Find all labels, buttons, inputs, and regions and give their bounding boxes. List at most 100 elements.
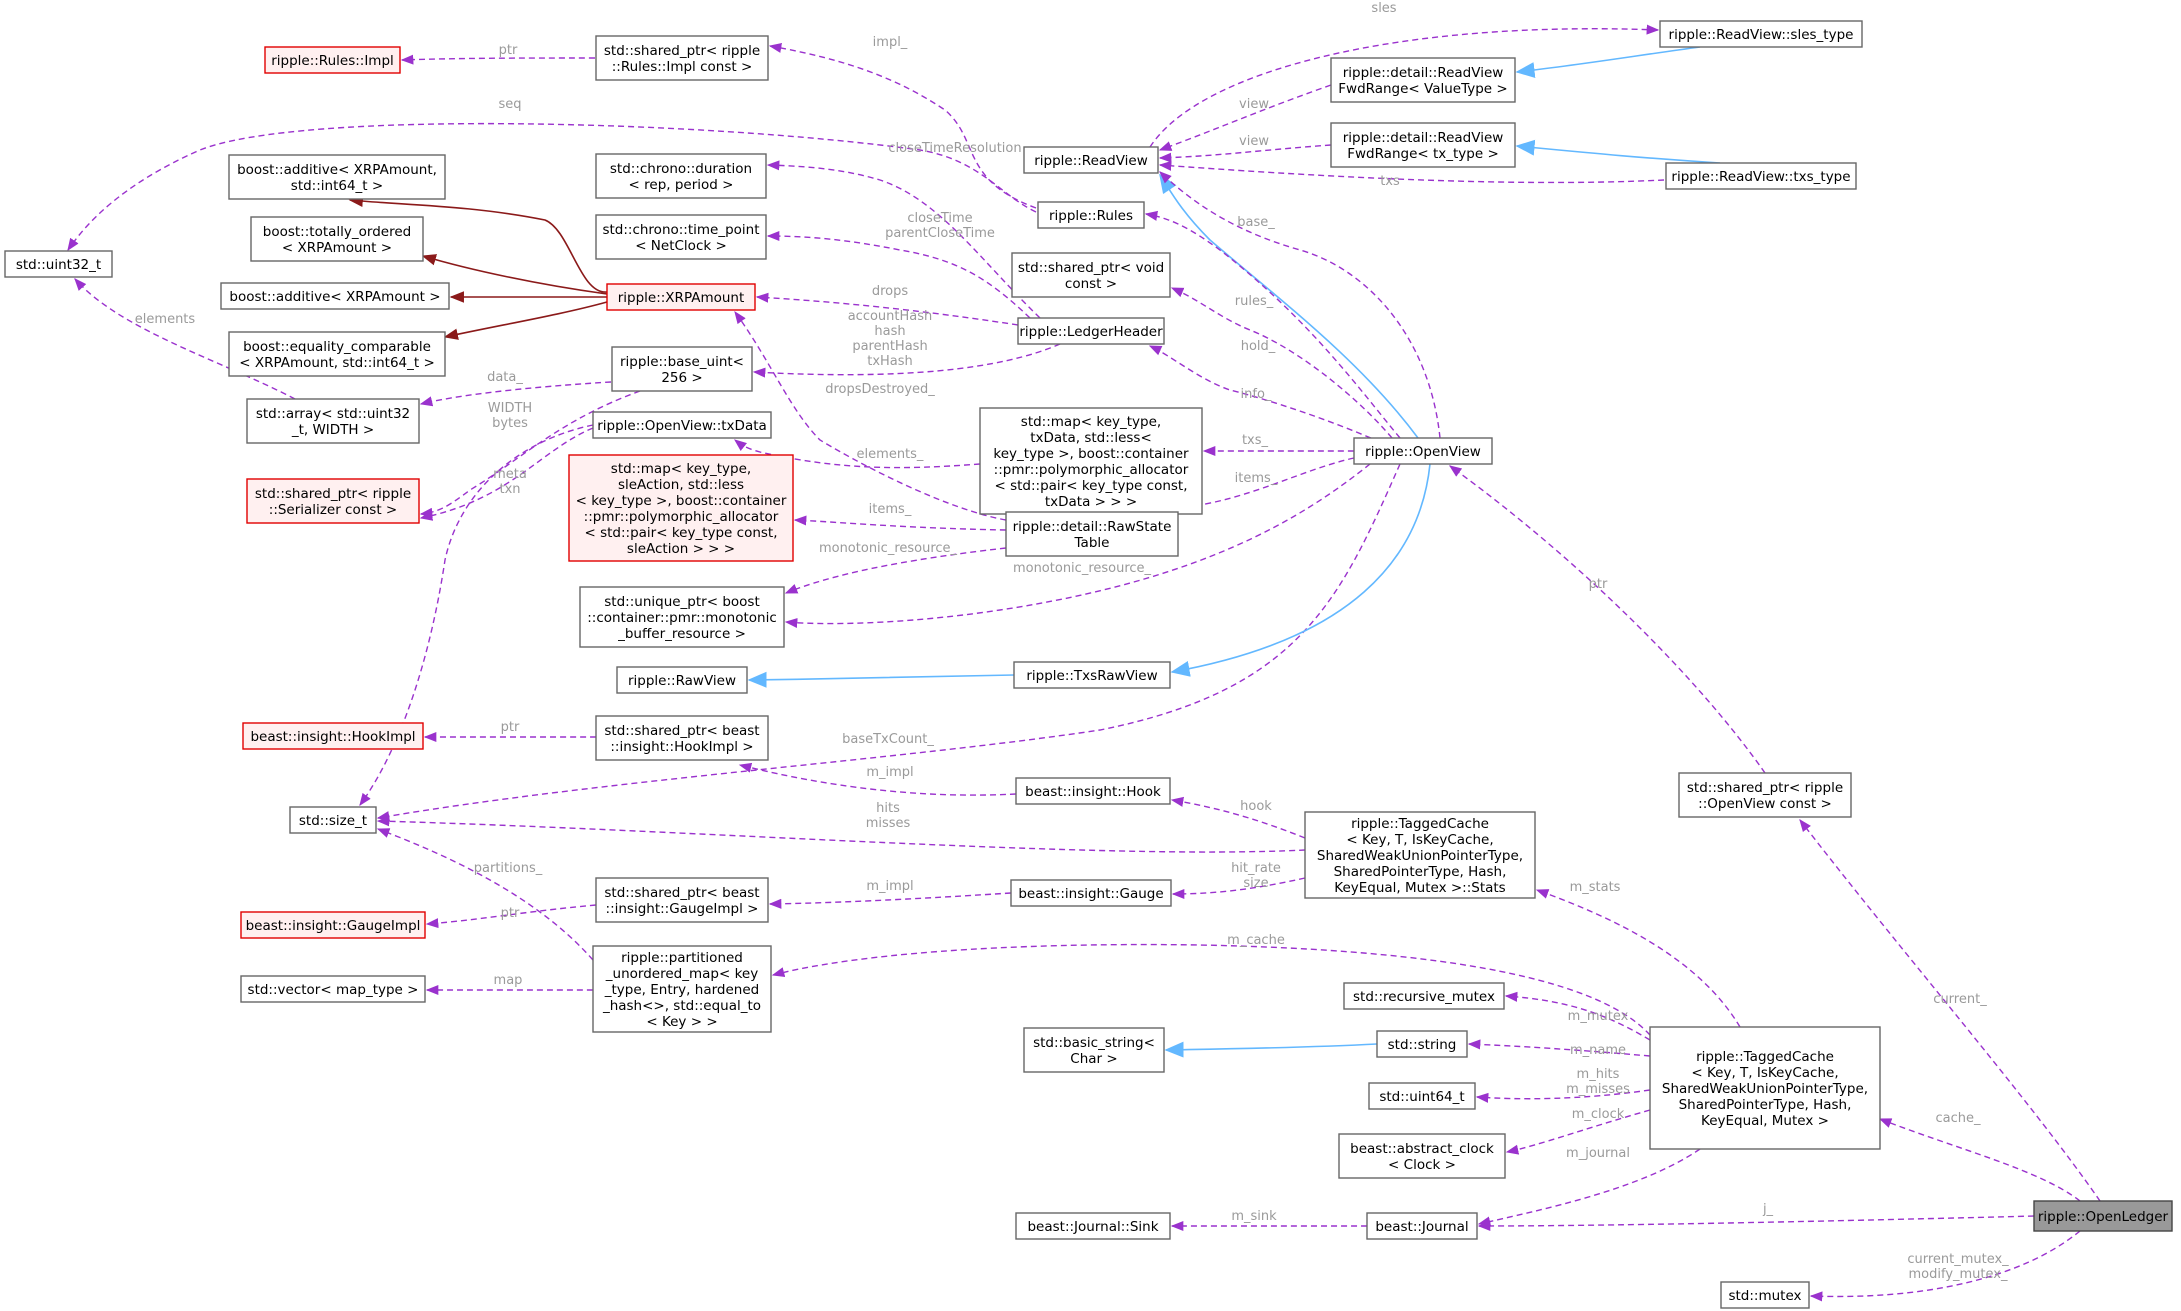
edge-label: impl_ [873,35,908,50]
node-mutex[interactable]: std::mutex [1720,1281,1810,1309]
node-array[interactable]: std::array< std::uint32_t, WIDTH > [246,398,420,444]
node-eq-comp[interactable]: boost::equality_comparable< XRPAmount, s… [228,331,446,377]
node-sp-hookimpl[interactable]: std::shared_ptr< beast::insight::HookImp… [595,715,769,761]
node-box [1023,146,1159,174]
node-label: beast::Journal [1375,1219,1468,1235]
node-time-point[interactable]: std::chrono::time_point< NetClock > [595,214,767,260]
edge-openledger-to-taggedcache [1878,1118,2081,1202]
node-box [1005,511,1179,557]
edge-path [1170,463,1431,677]
node-duration[interactable]: std::chrono::duration< rep, period > [595,153,767,199]
edge-taggedcache-to-journal [1477,1148,1701,1227]
node-sp-gaugeimpl[interactable]: std::shared_ptr< beast::insight::GaugeIm… [595,877,769,923]
node-basic-string[interactable]: std::basic_string<Char > [1023,1027,1165,1073]
node-gauge[interactable]: beast::insight::Gauge [1010,879,1172,907]
node-label: ripple::partitioned [621,950,743,966]
edge-label: meta [493,467,527,482]
edge-label: m_mutex [1568,1009,1629,1024]
edge-path [771,943,1651,1036]
node-map-tx[interactable]: std::map< key_type,txData, std::less<key… [979,407,1203,515]
node-uint32[interactable]: std::uint32_t [4,250,113,278]
edge-array-to-uint32 [74,278,296,400]
node-label: beast::Journal::Sink [1027,1219,1158,1235]
node-label: KeyEqual, Mutex > [1701,1113,1829,1129]
node-label: < Key, T, IsKeyCache, [1691,1065,1838,1081]
edge-path [755,292,1019,326]
edge-label: txHash [867,354,913,369]
node-string[interactable]: std::string [1376,1030,1468,1058]
node-add-xrp-i64[interactable]: boost::additive< XRPAmount,std::int64_t … [228,154,446,200]
node-label: ::pmr::polymorphic_allocator [994,462,1189,478]
edge-label: size [1243,876,1268,891]
node-readview[interactable]: ripple::ReadView [1023,146,1159,174]
edge-path [1475,1089,1651,1103]
edge-label: m_cache [1227,933,1285,948]
node-openview[interactable]: ripple::OpenView [1353,437,1493,465]
node-box [1011,252,1171,298]
edge-openview-to-rawstate [1178,457,1355,512]
node-rawview[interactable]: ripple::RawView [616,666,748,694]
edge-path [359,424,594,807]
node-ledgerheader[interactable]: ripple::LedgerHeader [1017,317,1165,345]
node-box [568,454,794,562]
node-uint64[interactable]: std::uint64_t [1368,1082,1476,1110]
node-label: _hash<>, std::equal_to [602,998,761,1014]
node-box [1720,1281,1810,1309]
node-txdata[interactable]: ripple::OpenView::txData [592,411,772,439]
node-box [1330,57,1516,103]
edge-label: elements_ [857,447,924,462]
node-label: ripple::OpenLedger [2038,1209,2169,1225]
edge-label: j_ [1762,1202,1774,1217]
node-tot-ord[interactable]: boost::totally_ordered< XRPAmount > [250,216,424,262]
node-journal[interactable]: beast::Journal [1366,1212,1478,1240]
edge-label: bytes [492,416,528,431]
node-abstract-clock[interactable]: beast::abstract_clock< Clock > [1338,1133,1506,1179]
edge-label: dropsDestroyed_ [825,382,935,397]
edge-ledgerheader-to-base-uint [752,343,1061,378]
node-label: _buffer_resource > [617,626,746,642]
node-box [1376,1030,1468,1058]
node-rules[interactable]: ripple::Rules [1037,201,1145,229]
edge-stats-to-size-t [376,816,1306,853]
node-sles-type[interactable]: ripple::ReadView::sles_type [1659,20,1863,48]
node-vector[interactable]: std::vector< map_type > [240,975,426,1003]
node-add-xrp[interactable]: boost::additive< XRPAmount > [220,282,450,310]
node-map-sle[interactable]: std::map< key_type,sleAction, std::less<… [568,454,794,562]
edge-sp-rules-impl-to-rules-impl [400,54,596,65]
node-taggedcache[interactable]: ripple::TaggedCache< Key, T, IsKeyCache,… [1649,1026,1881,1150]
edge-path [1171,877,1306,900]
node-base-uint[interactable]: ripple::base_uint<256 > [611,346,753,392]
node-size-t[interactable]: std::size_t [289,806,377,834]
edge-path [419,427,594,521]
node-gaugeimpl[interactable]: beast::insight::GaugeImpl [240,911,426,939]
edge-path [766,230,1031,319]
node-label: boost::totally_ordered [263,224,411,240]
node-xrpamount[interactable]: ripple::XRPAmount [606,283,756,311]
node-txs-type[interactable]: ripple::ReadView::txs_type [1665,162,1857,190]
node-label: < std::pair< key_type const, [584,525,777,541]
edge-taggedcache-to-partitioned [771,943,1651,1036]
node-partitioned[interactable]: ripple::partitioned_unordered_map< key_t… [592,945,772,1033]
node-sp-serializer[interactable]: std::shared_ptr< ripple::Serializer cons… [246,478,420,524]
node-stats[interactable]: ripple::TaggedCache< Key, T, IsKeyCache,… [1304,811,1536,899]
node-txsrawview[interactable]: ripple::TxsRawView [1013,661,1171,689]
node-hook[interactable]: beast::insight::Hook [1015,777,1171,805]
node-sp-openview[interactable]: std::shared_ptr< ripple::OpenView const … [1678,772,1852,818]
node-sink[interactable]: beast::Journal::Sink [1015,1212,1171,1240]
node-rules-impl[interactable]: ripple::Rules::Impl [264,46,401,74]
edge-path [1158,144,1332,163]
node-sp-rules-impl[interactable]: std::shared_ptr< ripple::Rules::Impl con… [595,35,769,81]
edge-path [1159,171,1441,439]
node-rec-mutex[interactable]: std::recursive_mutex [1343,982,1505,1010]
edge-path [443,301,608,340]
node-hookimpl[interactable]: beast::insight::HookImpl [242,722,424,750]
node-openledger[interactable]: ripple::OpenLedger [2033,1200,2173,1232]
node-box [1338,1133,1506,1179]
edge-label: baseTxCount_ [842,732,934,747]
node-unique-ptr[interactable]: std::unique_ptr< boost::container::pmr::… [579,586,785,648]
